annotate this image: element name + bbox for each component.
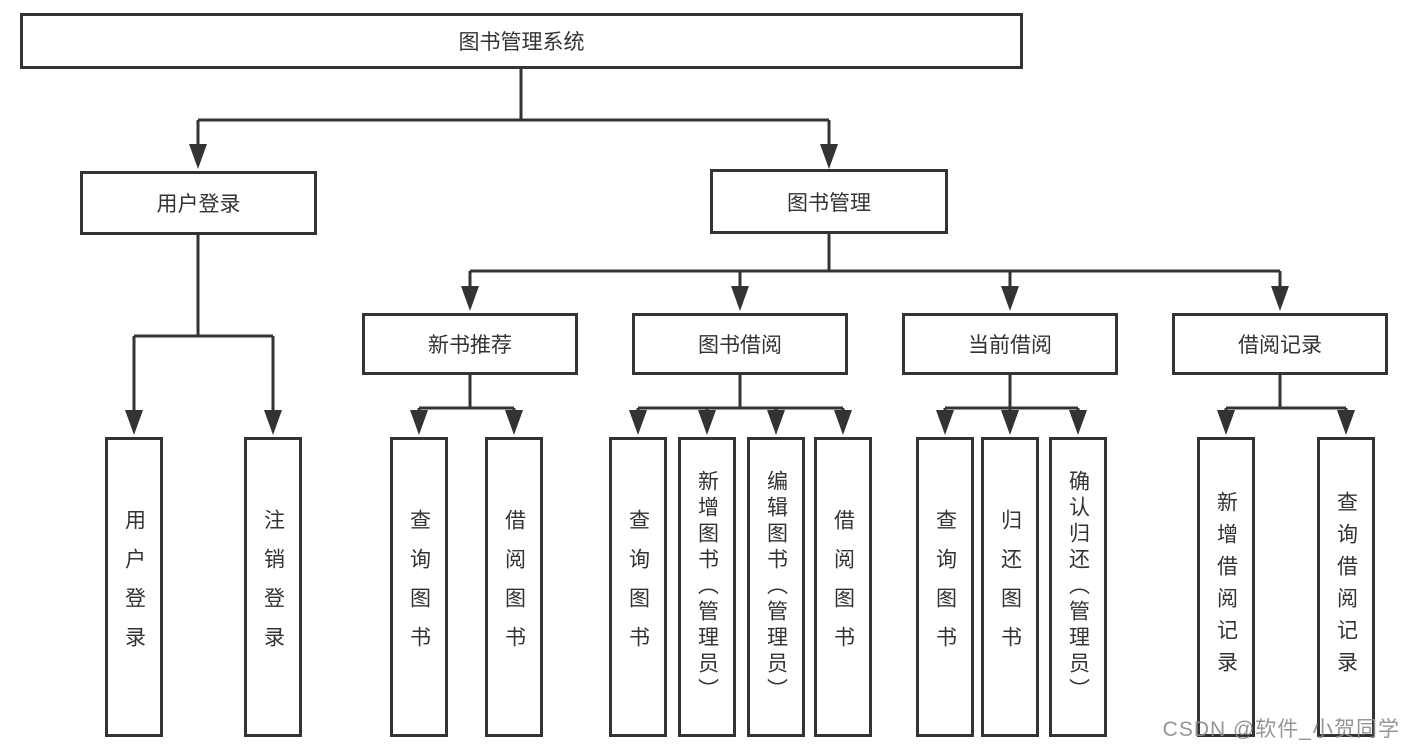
node-label: 查询图书 bbox=[407, 509, 431, 665]
leaf-query-books-recommend: 查询图书 bbox=[390, 437, 448, 737]
node-label: 借阅记录 bbox=[1238, 334, 1322, 357]
node-label: 查询图书 bbox=[626, 509, 650, 665]
node-label: 当前借阅 bbox=[968, 334, 1052, 357]
node-label: 编辑图书（管理员） bbox=[764, 470, 788, 704]
node-library-system: 图书管理系统 bbox=[20, 13, 1023, 69]
edge-current-borrowing-split bbox=[943, 375, 1080, 413]
arrowhead bbox=[629, 410, 647, 435]
edge-root-split bbox=[196, 69, 831, 146]
edge-borrowing-records-split bbox=[1224, 375, 1348, 413]
arrowhead bbox=[936, 410, 954, 435]
arrowhead bbox=[731, 286, 749, 311]
node-label: 借阅图书 bbox=[502, 509, 526, 665]
arrowhead bbox=[1001, 410, 1019, 435]
node-label: 新书推荐 bbox=[428, 334, 512, 357]
node-label: 注销登录 bbox=[261, 509, 285, 665]
edge-book-borrowing-split bbox=[636, 375, 845, 413]
leaf-query-borrow-record: 查询借阅记录 bbox=[1317, 437, 1375, 737]
node-label: 图书借阅 bbox=[698, 334, 782, 357]
arrowhead bbox=[189, 144, 207, 169]
leaf-add-books-admin: 新增图书（管理员） bbox=[678, 437, 736, 737]
node-new-book-recommend: 新书推荐 bbox=[362, 313, 578, 375]
node-borrowing-records: 借阅记录 bbox=[1172, 313, 1388, 375]
arrowhead bbox=[1271, 286, 1289, 311]
leaf-borrow-books-borrowing: 借阅图书 bbox=[814, 437, 872, 737]
node-label: 借阅图书 bbox=[831, 509, 855, 665]
leaf-logout: 注销登录 bbox=[244, 437, 302, 737]
leaf-borrow-books-recommend: 借阅图书 bbox=[485, 437, 543, 737]
node-label: 用户登录 bbox=[156, 193, 241, 216]
arrowhead bbox=[834, 410, 852, 435]
arrowheads bbox=[125, 144, 1355, 435]
node-current-borrowing: 当前借阅 bbox=[902, 313, 1118, 375]
arrowhead bbox=[767, 410, 785, 435]
edge-user-login-split bbox=[132, 235, 275, 413]
csdn-watermark: CSDN @软件_小贺同学 bbox=[1162, 718, 1400, 741]
node-label: 图书管理 bbox=[787, 191, 871, 215]
leaf-user-login: 用户登录 bbox=[105, 437, 163, 737]
leaf-confirm-return-admin: 确认归还（管理员） bbox=[1049, 437, 1107, 737]
node-label: 查询图书 bbox=[933, 509, 957, 665]
arrowhead bbox=[698, 410, 716, 435]
node-user-login: 用户登录 bbox=[80, 171, 317, 235]
node-book-borrowing: 图书借阅 bbox=[632, 313, 848, 375]
edge-book-mgmt-split bbox=[468, 234, 1282, 288]
node-label: 用户登录 bbox=[122, 509, 146, 665]
node-label: 查询借阅记录 bbox=[1334, 491, 1358, 683]
arrowhead bbox=[1337, 410, 1355, 435]
leaf-query-books-current: 查询图书 bbox=[916, 437, 974, 737]
node-label: 归还图书 bbox=[998, 509, 1022, 665]
leaf-query-books-borrowing: 查询图书 bbox=[609, 437, 667, 737]
arrowhead bbox=[1217, 410, 1235, 435]
node-label: 图书管理系统 bbox=[458, 31, 585, 54]
arrowhead bbox=[410, 410, 428, 435]
arrowhead bbox=[1069, 410, 1087, 435]
leaf-edit-books-admin: 编辑图书（管理员） bbox=[747, 437, 805, 737]
arrowhead bbox=[505, 410, 523, 435]
arrowhead bbox=[264, 410, 282, 435]
node-label: 确认归还（管理员） bbox=[1066, 470, 1090, 704]
node-label: 新增图书（管理员） bbox=[695, 470, 719, 704]
node-book-management: 图书管理 bbox=[710, 169, 948, 234]
arrowhead bbox=[820, 144, 838, 169]
edge-new-book-split bbox=[417, 375, 516, 413]
leaf-add-borrow-record: 新增借阅记录 bbox=[1197, 437, 1255, 737]
node-label: 新增借阅记录 bbox=[1214, 491, 1238, 683]
arrowhead bbox=[461, 286, 479, 311]
arrowhead bbox=[1001, 286, 1019, 311]
arrowhead bbox=[125, 410, 143, 435]
leaf-return-books: 归还图书 bbox=[981, 437, 1039, 737]
